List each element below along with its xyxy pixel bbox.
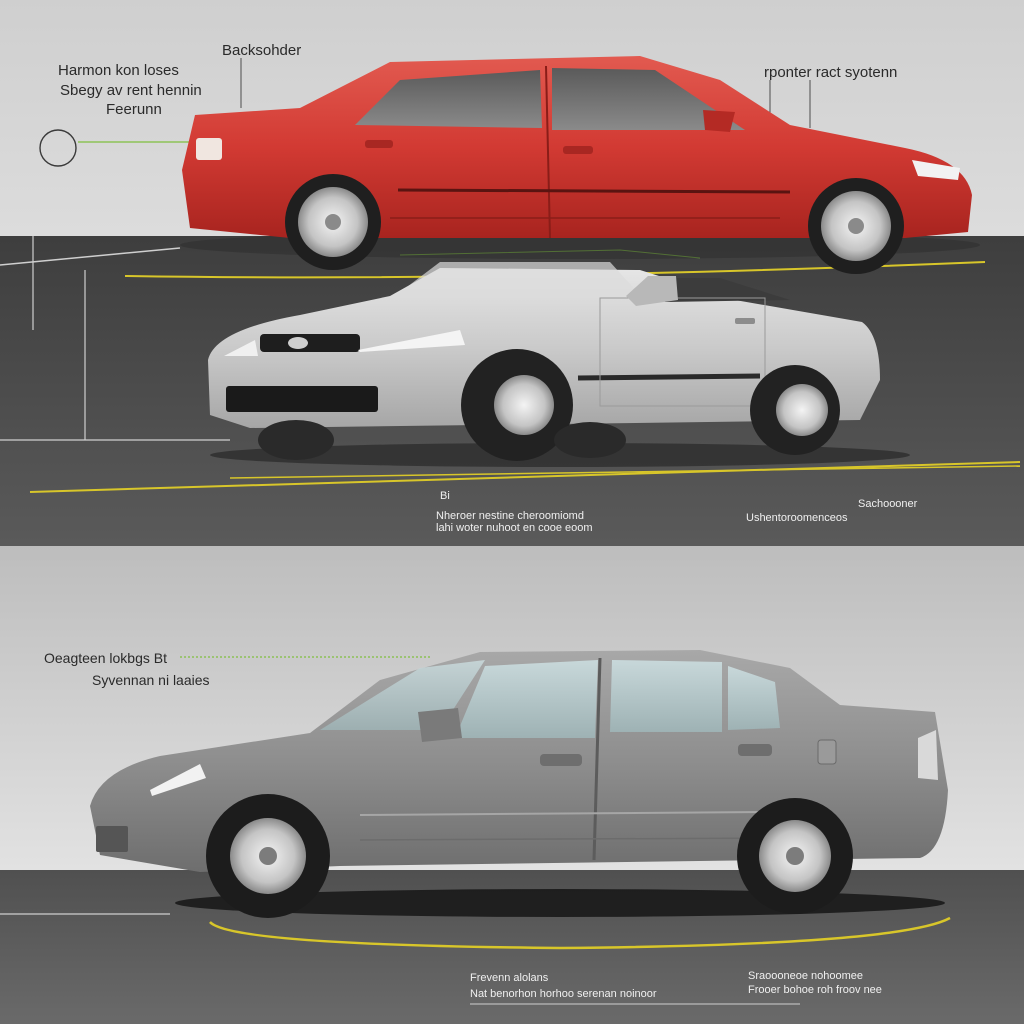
bottom-left-label-2: Syvennan ni laaies: [92, 672, 210, 688]
top-right-label: rponter ract syotenn: [764, 64, 898, 81]
middle-left-tick-label: Bi: [440, 490, 450, 502]
silver-coupe-icon: [208, 268, 910, 467]
middle-center-label-1: Nheroer nestine cheroomiomd: [436, 510, 584, 522]
middle-right-label-2: Ushentoroomenceos: [746, 512, 848, 524]
top-left-label-3: Feerunn: [106, 101, 162, 118]
middle-right-label-1: Sachoooner: [858, 498, 918, 510]
bottom-right-label-1: Sraoooneoe nohoomee: [748, 970, 863, 982]
top-left-label-1: Harmon kon loses: [58, 62, 179, 79]
top-center-label: Backsohder: [222, 42, 302, 59]
bottom-center-label-2: Nat benorhon horhoo serenan noinoor: [470, 988, 657, 1000]
bottom-left-label-1: Oeagteen lokbgs Bt: [44, 650, 167, 666]
circle-marker-icon: [39, 129, 77, 167]
red-sedan-icon: [180, 56, 980, 274]
bottom-center-label-1: Frevenn alolans: [470, 972, 549, 984]
top-left-label-2: Sbegy av rent hennin: [60, 82, 202, 99]
bottom-right-label-2: Frooer bohoe roh froov nee: [748, 984, 882, 996]
middle-center-label-2: lahi woter nuhoot en cooe eoom: [436, 522, 593, 534]
